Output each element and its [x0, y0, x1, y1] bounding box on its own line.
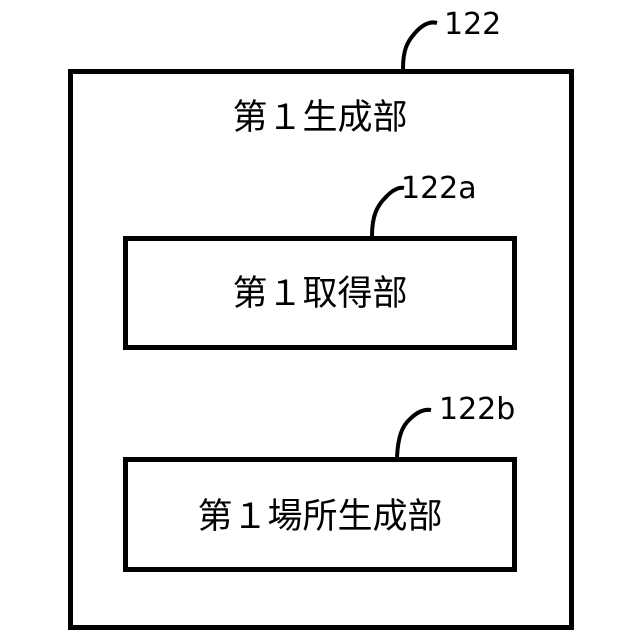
reference-numeral-b: 122b	[439, 395, 515, 425]
reference-numeral-outer: 122	[444, 10, 501, 40]
leader-line-a	[372, 188, 404, 236]
reference-numeral-a: 122a	[401, 174, 477, 204]
leader-line-b	[397, 410, 431, 457]
leader-line-outer	[403, 22, 437, 69]
